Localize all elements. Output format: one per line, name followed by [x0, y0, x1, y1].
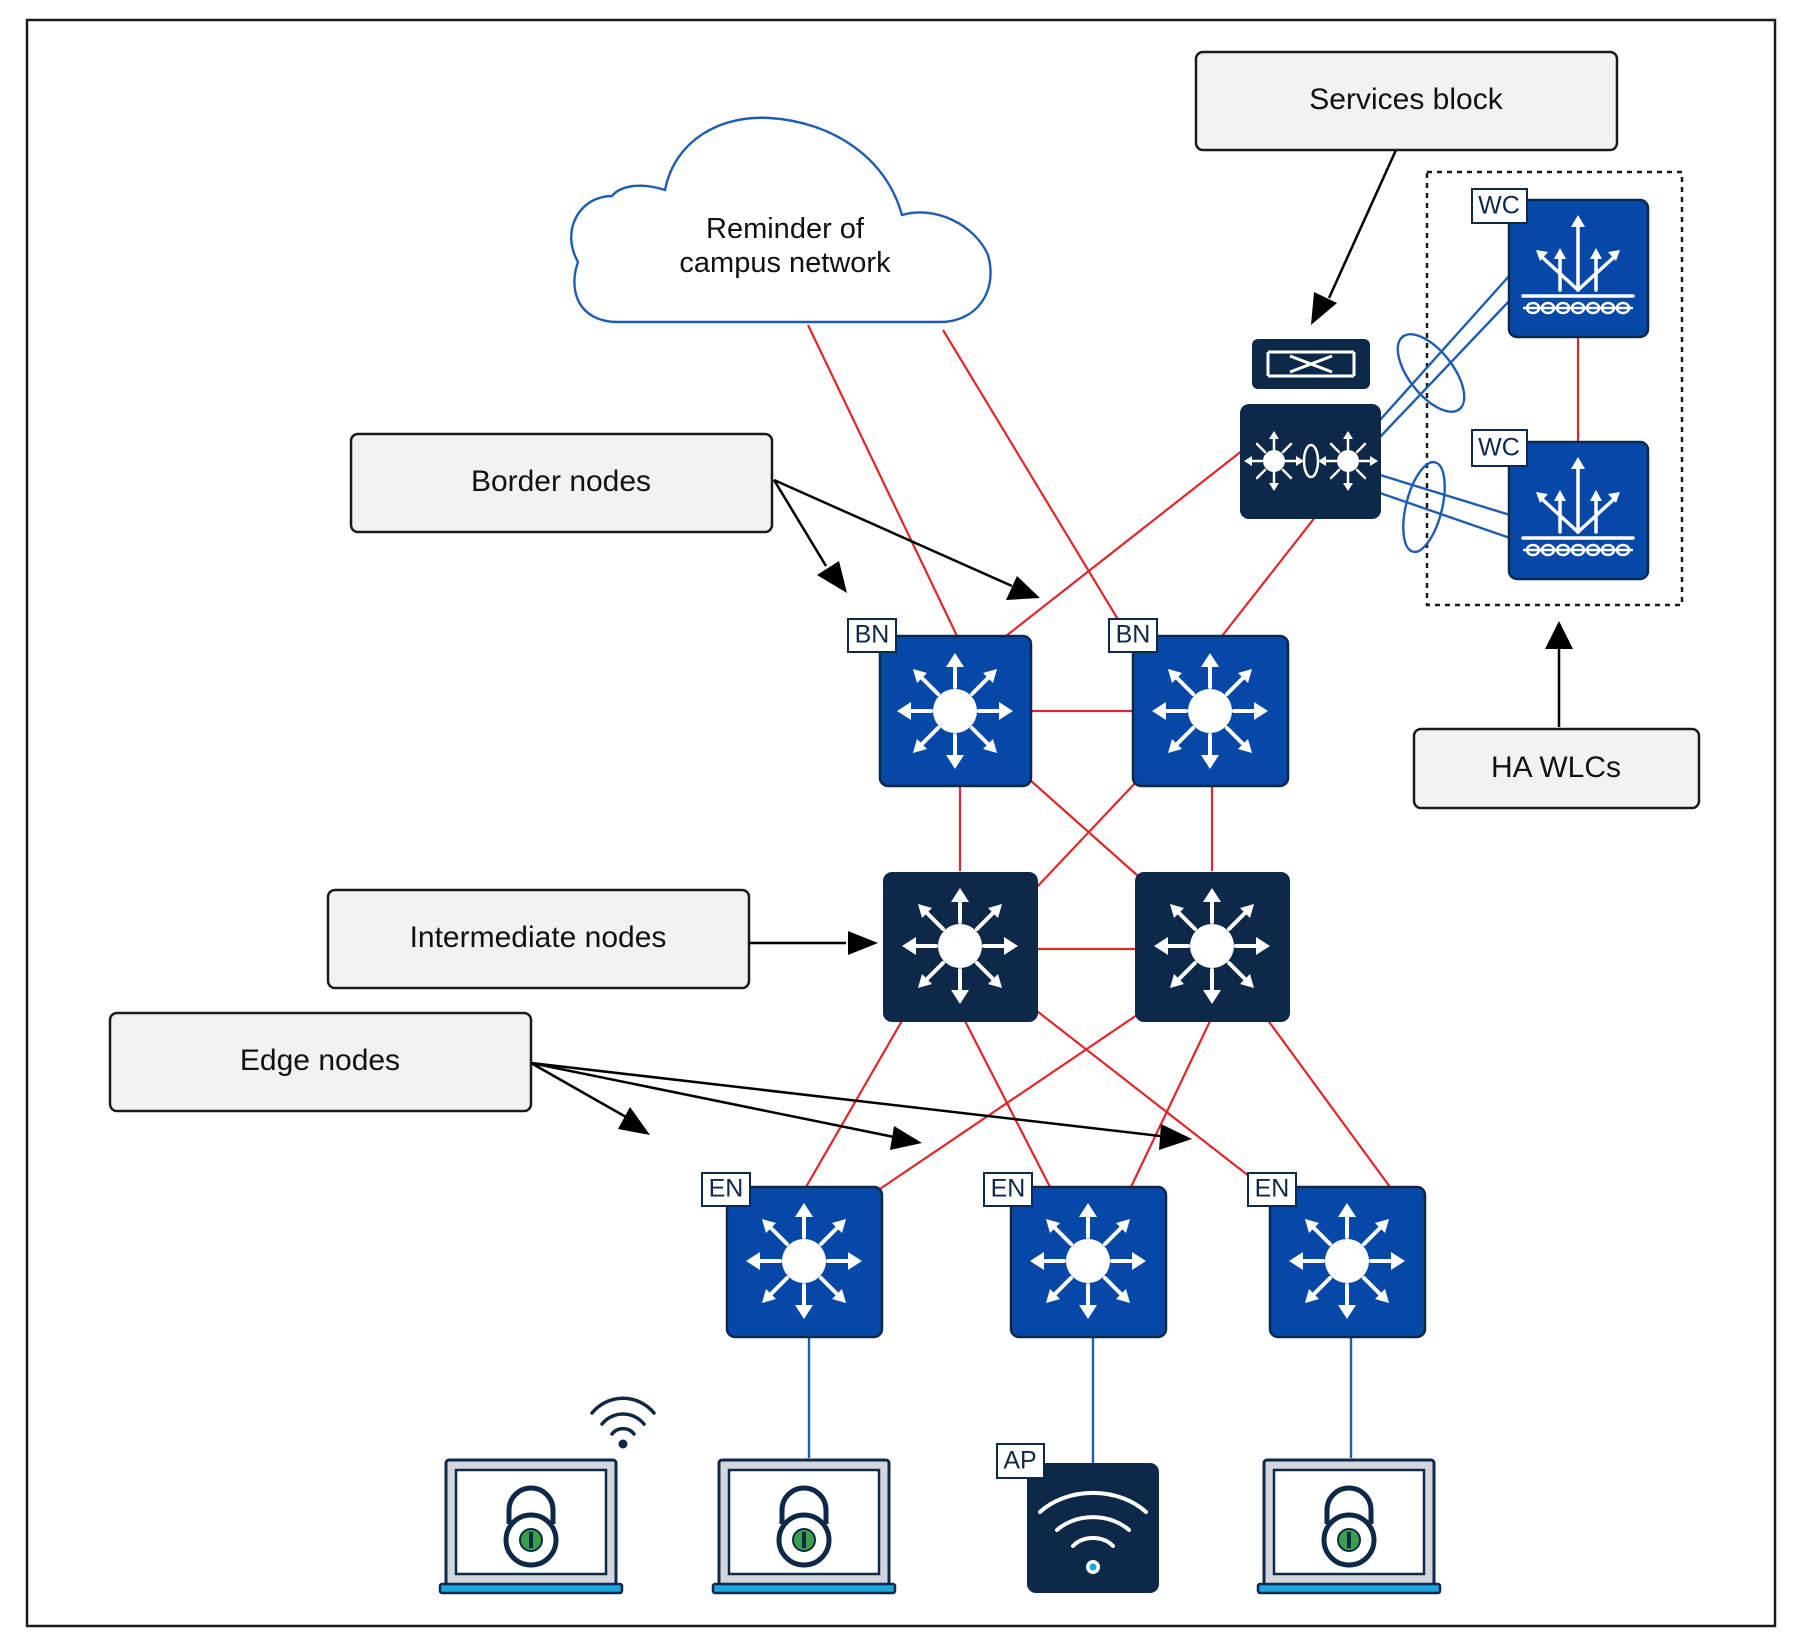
intermediate-node-2 — [1135, 872, 1290, 1022]
link-services-wc2-b — [1379, 491, 1511, 540]
border-node-tag-1: BN — [847, 618, 897, 653]
cloud-label-line2: campus network — [679, 247, 891, 279]
callout-border-nodes-label: Border nodes — [471, 465, 651, 498]
wlc-tag-text-2: WC — [1478, 434, 1520, 462]
wifi-icon — [590, 1396, 656, 1449]
secure-laptop-icon — [713, 1460, 895, 1593]
link-services-wc1-b — [1379, 297, 1513, 438]
edge-node-tag-text-3: EN — [1255, 1175, 1290, 1203]
border-node-tag-2: BN — [1108, 618, 1158, 653]
callout-services-block-label: Services block — [1309, 83, 1503, 116]
callout-ha-wlcs-label: HA WLCs — [1491, 751, 1621, 784]
wlc-tag-2: WC — [1471, 429, 1528, 467]
access-point-tag: AP — [996, 1443, 1045, 1479]
wlc-node-2 — [1507, 440, 1650, 581]
border-node-tag-text-2: BN — [1116, 621, 1151, 649]
callout-services-block: Services block — [1194, 50, 1619, 152]
port-channel-ring-wc1 — [1396, 333, 1466, 413]
port-channel-ring-wc2 — [1402, 460, 1446, 554]
edge-node-tag-text-2: EN — [991, 1175, 1026, 1203]
border-node-tag-text-1: BN — [855, 621, 890, 649]
firewall-icon — [1240, 404, 1381, 519]
edge-node-2 — [1009, 1185, 1168, 1339]
access-links — [807, 274, 1513, 1463]
link-cloud-bn2 — [942, 329, 1129, 637]
link-in2-en3 — [1266, 1018, 1391, 1188]
wlc-tag-text-1: WC — [1478, 192, 1520, 220]
link-services-bn1 — [1005, 449, 1244, 637]
fabric-links — [805, 324, 1580, 1194]
callout-intermediate-nodes-label: Intermediate nodes — [410, 921, 667, 954]
link-in1-en3 — [1032, 1007, 1264, 1188]
edge-node-1 — [725, 1185, 884, 1339]
callout-intermediate-nodes: Intermediate nodes — [326, 888, 751, 990]
link-bn1-in2 — [1029, 779, 1139, 877]
access-point-icon — [1027, 1463, 1159, 1593]
link-in2-en2 — [1130, 1018, 1212, 1188]
edge-node-tag-text-1: EN — [709, 1175, 744, 1203]
secure-laptop-icon — [1258, 1460, 1440, 1593]
edge-node-tag-2: EN — [983, 1172, 1033, 1207]
pointer-arrows — [530, 149, 1573, 1150]
border-node-1 — [878, 634, 1033, 788]
link-services-wc1-a — [1379, 274, 1511, 421]
link-cloud-bn1 — [807, 324, 958, 637]
services-group-border — [1425, 170, 1684, 607]
wlc-node-1 — [1507, 198, 1650, 339]
callout-edge-nodes-label: Edge nodes — [240, 1044, 400, 1077]
secure-laptop-icon — [440, 1460, 622, 1593]
cloud-label-line1: Reminder of — [706, 213, 865, 245]
edge-node-tag-1: EN — [701, 1172, 751, 1207]
callout-ha-wlcs: HA WLCs — [1412, 727, 1701, 810]
callout-border-nodes: Border nodes — [349, 432, 774, 534]
link-services-bn2 — [1221, 515, 1317, 637]
access-point-tag-text: AP — [1003, 1447, 1036, 1475]
wlc-tag-1: WC — [1471, 188, 1528, 224]
link-in1-en1 — [805, 1018, 904, 1188]
edge-node-3 — [1268, 1185, 1427, 1339]
services-switch-icon — [1252, 339, 1370, 389]
link-in2-en1 — [873, 1014, 1138, 1194]
cloud-icon — [570, 116, 992, 324]
link-bn2-in1 — [1035, 779, 1139, 889]
callout-edge-nodes: Edge nodes — [108, 1011, 533, 1113]
border-node-2 — [1131, 634, 1290, 788]
edge-node-tag-3: EN — [1247, 1172, 1297, 1207]
intermediate-node-1 — [883, 872, 1038, 1022]
